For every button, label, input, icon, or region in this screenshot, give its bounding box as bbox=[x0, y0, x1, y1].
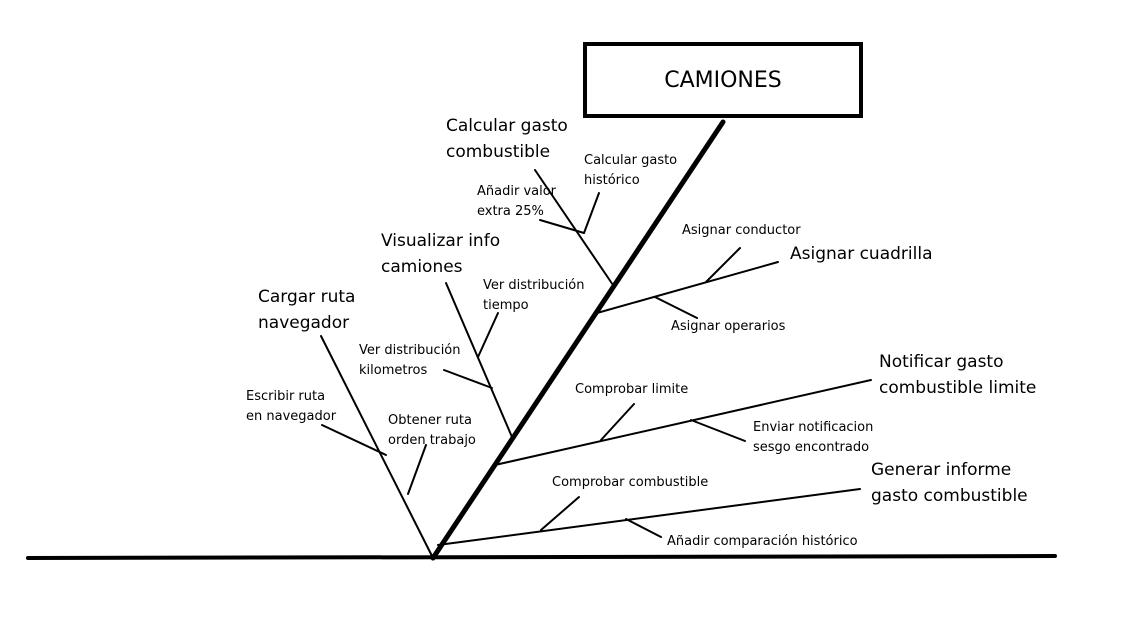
sub-label-anadir-valor: Añadir valor extra 25% bbox=[477, 184, 557, 219]
branch-notificar-gasto bbox=[494, 379, 872, 466]
sub-label-calcular-historico: Calcular gasto histórico bbox=[584, 153, 678, 188]
sub-label-escribir-ruta: Escribir ruta en navegador bbox=[246, 389, 337, 424]
sub-label-comprobar-combustible: Comprobar combustible bbox=[552, 475, 709, 490]
root-box: CAMIONES bbox=[583, 42, 863, 118]
branch-label-calcular-gasto: Calcular gasto combustible bbox=[446, 116, 568, 162]
sub-label-distribucion-tiempo: Ver distribución tiempo bbox=[483, 278, 585, 313]
branch-label-visualizar-info: Visualizar info camiones bbox=[381, 231, 501, 277]
sub-label-asignar-conductor: Asignar conductor bbox=[682, 223, 801, 238]
branch-generar-informe bbox=[437, 488, 861, 546]
ground-line bbox=[26, 554, 1057, 560]
branch-label-notificar-gasto: Notificar gasto combustible limite bbox=[879, 352, 1037, 398]
sub-label-distribucion-km: Ver distribución kilometros bbox=[359, 343, 461, 378]
branch-label-cargar-ruta: Cargar ruta navegador bbox=[258, 287, 356, 333]
branch-calcular-gasto bbox=[534, 169, 614, 286]
sub-label-obtener-ruta: Obtener ruta orden trabajo bbox=[388, 413, 476, 448]
sub-label-comparacion-historico: Añadir comparación histórico bbox=[667, 534, 858, 549]
trunk-line bbox=[430, 119, 726, 561]
branch-label-generar-informe: Generar informe gasto combustible bbox=[871, 460, 1028, 506]
sub-label-asignar-operarios: Asignar operarios bbox=[671, 319, 786, 334]
branch-label-asignar-cuadrilla: Asignar cuadrilla bbox=[790, 244, 933, 264]
branch-asignar-cuadrilla bbox=[596, 247, 779, 319]
sub-label-comprobar-limite: Comprobar limite bbox=[575, 382, 689, 397]
sub-label-enviar-notificacion: Enviar notificacion sesgo encontrado bbox=[753, 420, 874, 455]
branch-cargar-ruta bbox=[320, 335, 434, 559]
root-label: CAMIONES bbox=[664, 67, 782, 93]
branch-visualizar-info bbox=[443, 282, 513, 438]
